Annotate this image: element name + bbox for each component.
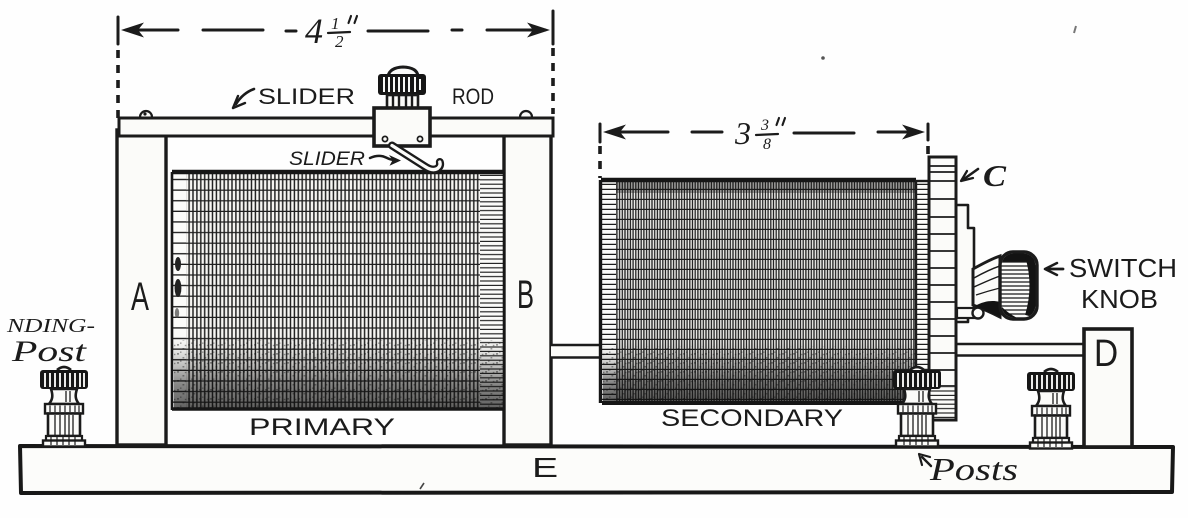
- svg-text:3: 3: [760, 117, 769, 134]
- svg-text:C: C: [983, 158, 1006, 193]
- svg-text:D: D: [1094, 332, 1118, 374]
- svg-text:4: 4: [305, 11, 323, 51]
- svg-text:SWITCH: SWITCH: [1069, 253, 1177, 283]
- svg-text:Posts: Posts: [929, 451, 1018, 487]
- svg-text:SLIDER: SLIDER: [289, 149, 365, 170]
- svg-text:1: 1: [331, 14, 340, 33]
- svg-text:SECONDARY: SECONDARY: [661, 405, 843, 432]
- svg-text:3: 3: [734, 115, 751, 151]
- svg-text:ROD: ROD: [452, 84, 494, 109]
- svg-text:SLIDER: SLIDER: [258, 84, 355, 109]
- svg-text:KNOB: KNOB: [1081, 284, 1158, 314]
- svg-text:2: 2: [335, 32, 344, 51]
- svg-text:Post: Post: [11, 335, 87, 368]
- svg-text:8: 8: [763, 136, 771, 153]
- svg-text:PRIMARY: PRIMARY: [249, 414, 395, 441]
- svg-text:A: A: [131, 275, 149, 319]
- svg-text:NDING-: NDING-: [6, 315, 95, 337]
- svg-text:E: E: [532, 452, 558, 483]
- svg-text:B: B: [517, 273, 534, 317]
